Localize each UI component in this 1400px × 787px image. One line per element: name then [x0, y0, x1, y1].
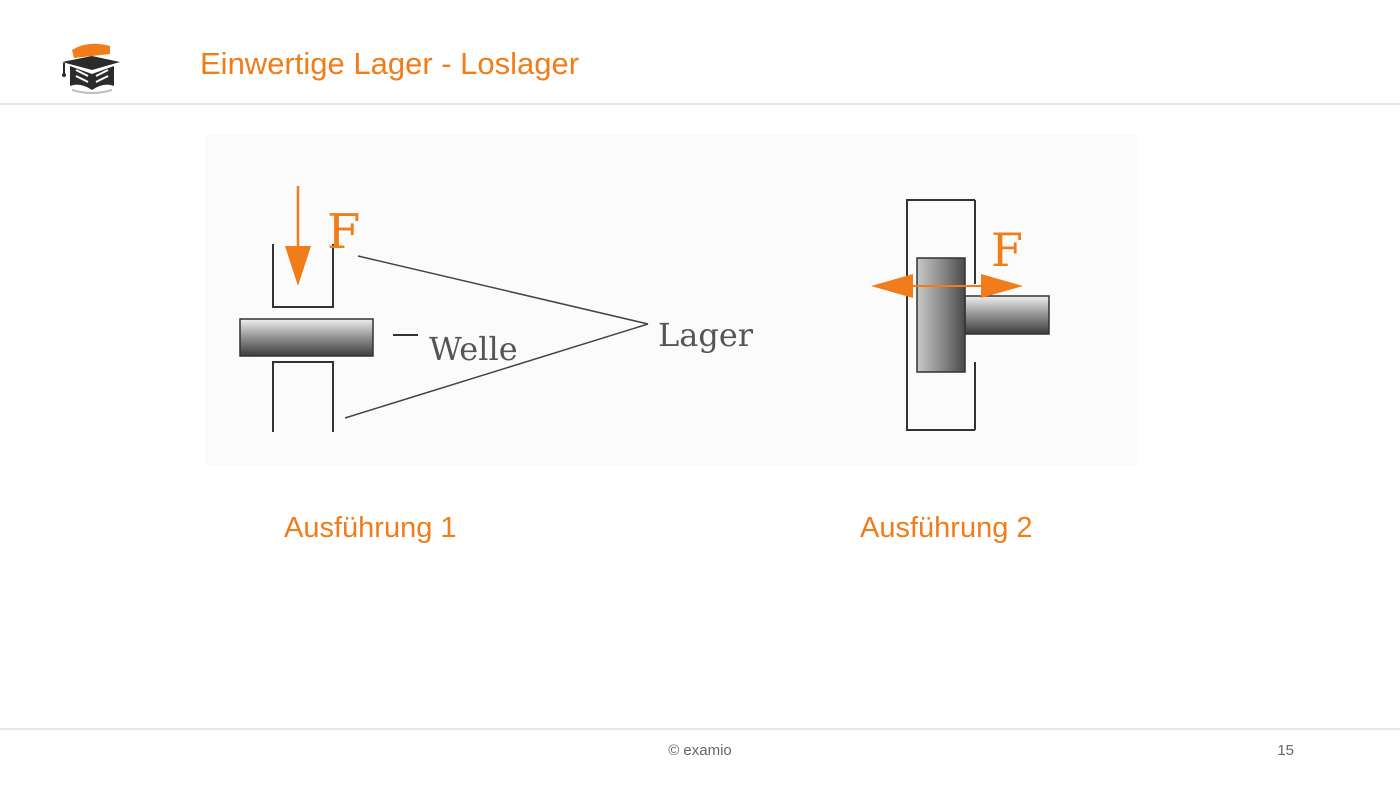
- rolling-disc: [916, 257, 966, 373]
- shaft-label: Welle: [429, 330, 518, 368]
- footer-divider: [0, 728, 1400, 730]
- bearing-label: Lager: [658, 316, 754, 354]
- variant-2-diagram: F: [871, 199, 1050, 431]
- header-divider: [0, 103, 1400, 105]
- housing-bracket: [906, 199, 975, 431]
- upper-bearing: [272, 244, 334, 308]
- graduation-cap-book-icon: [62, 43, 120, 94]
- caption-variant-1: Ausführung 1: [284, 512, 457, 544]
- slide-header: Einwertige Lager - Loslager: [0, 0, 1400, 105]
- lower-bearing: [272, 361, 334, 432]
- force-label-1: F: [327, 204, 360, 260]
- bearing-diagram: F Welle Lager F: [205, 134, 1137, 466]
- bearing-leader-lower: [344, 323, 649, 419]
- force-arrow-head: [285, 246, 311, 286]
- force-label-2: F: [991, 223, 1023, 277]
- bearing-leader-upper: [357, 255, 649, 325]
- caption-variant-2: Ausführung 2: [860, 512, 1033, 544]
- page-title: Einwertige Lager - Loslager: [200, 46, 580, 81]
- axial-force-head-right: [981, 274, 1023, 298]
- axial-force-head-left: [871, 274, 913, 298]
- shaft: [239, 318, 374, 357]
- page-number: 15: [1277, 742, 1294, 759]
- footer-copyright: © examio: [668, 742, 732, 759]
- variant-1-diagram: F Welle Lager: [239, 186, 754, 432]
- axial-shaft: [964, 295, 1050, 335]
